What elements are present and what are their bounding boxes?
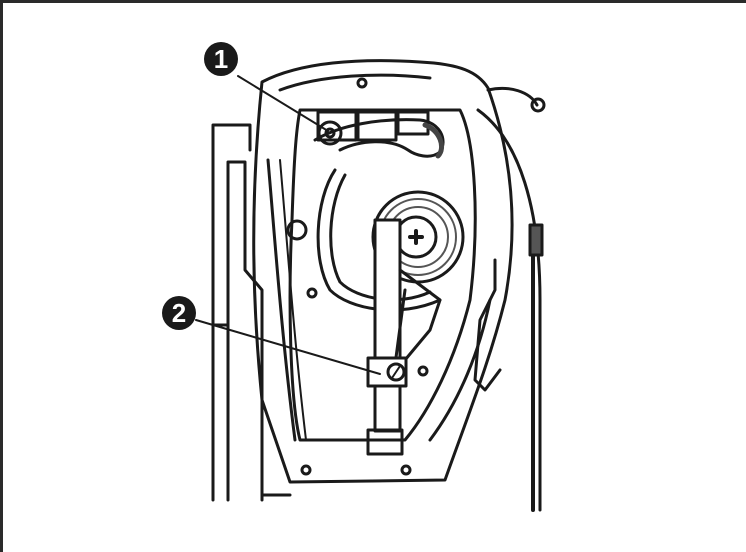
hook-arm <box>313 118 445 159</box>
callout-1-badge: 1 <box>204 42 238 76</box>
drive-link <box>366 218 442 456</box>
support-struts <box>266 158 492 442</box>
callout-2-badge: 2 <box>162 296 196 330</box>
side-plate <box>473 86 546 512</box>
callout-1-leader <box>237 75 329 132</box>
callout-2-leader <box>195 319 381 375</box>
